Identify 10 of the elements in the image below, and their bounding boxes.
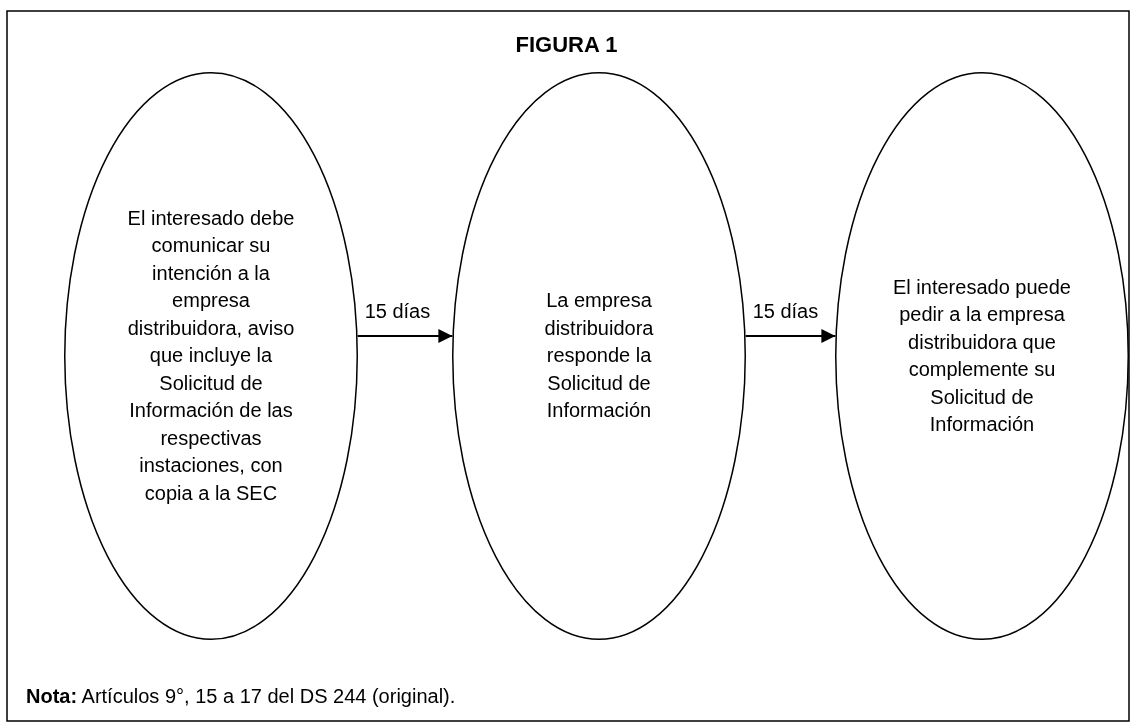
node-text: El interesado puede pedir a la empresa distribuidora que complemente su Solicitud de Información <box>892 274 1072 437</box>
process-ellipse <box>452 72 746 640</box>
arrow <box>357 329 453 343</box>
arrow <box>745 329 836 343</box>
node-text: El interesado debe comunicar su intención a la empresa distribuidora, aviso que incluye la Solicitud de Información de las respectivas instaciones, con copia a la SEC <box>126 205 296 506</box>
figure-title: FIGURA 1 <box>514 32 619 58</box>
process-ellipse <box>64 72 358 640</box>
node-text: La empresa distribuidora responde la Solicitud de Información <box>543 288 655 424</box>
note-text: Nota: Artículos 9°, 15 a 17 del DS 244 (original). <box>26 685 456 708</box>
process-ellipse <box>835 72 1129 640</box>
